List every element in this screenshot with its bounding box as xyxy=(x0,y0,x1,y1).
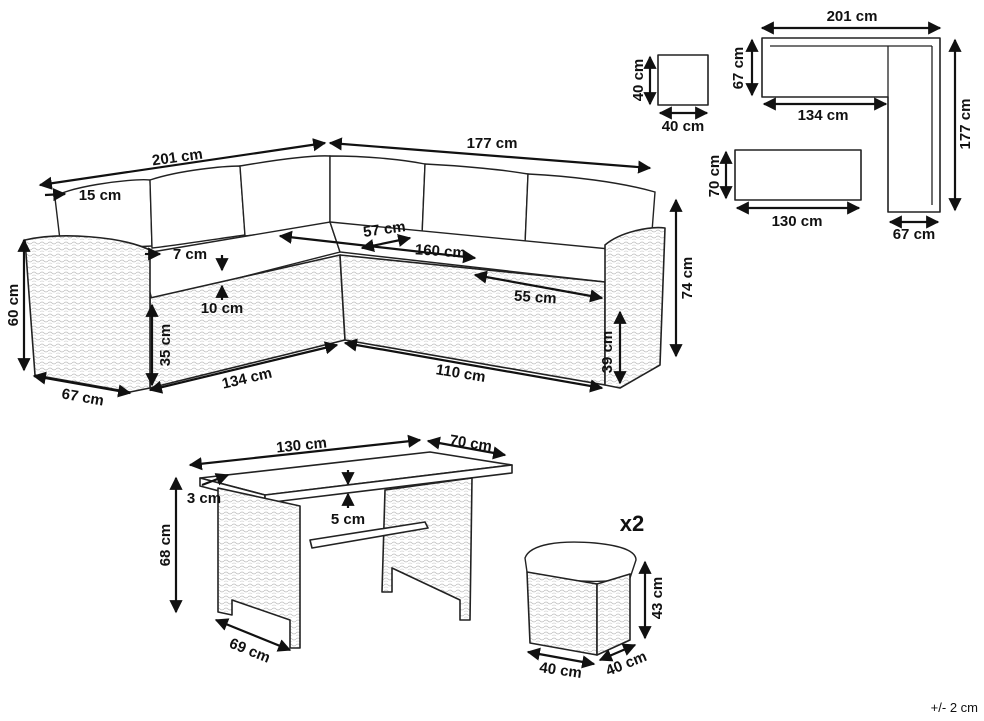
plan-table-depth-label: 70 cm xyxy=(706,155,723,198)
table-top-thickness-label: 3 cm xyxy=(187,490,221,507)
plan-sofa-inner-label: 134 cm xyxy=(798,107,849,124)
plan-table-length-label: 130 cm xyxy=(772,213,823,230)
sofa-arm-width-label: 7 cm xyxy=(173,246,207,263)
sofa-seat-gap-label: 10 cm xyxy=(201,300,244,317)
sofa-arm-height-label: 60 cm xyxy=(5,284,22,327)
sofa-seat-length-label: 160 cm xyxy=(414,241,466,262)
plan-table xyxy=(734,149,862,201)
stool-width-label: 40 cm xyxy=(538,659,582,682)
plan-stool xyxy=(657,54,709,106)
stool-drawing xyxy=(524,541,637,656)
sofa-inner-length-right-label: 110 cm xyxy=(435,361,487,386)
table-apron-label: 5 cm xyxy=(331,511,365,528)
plan-view xyxy=(657,37,941,213)
sofa-seat-depth-left-label: 57 cm xyxy=(362,218,406,241)
tolerance-note: +/- 2 cm xyxy=(931,700,978,715)
stool-body-front xyxy=(526,571,598,656)
table-crossbar xyxy=(309,521,429,549)
table-leg-right xyxy=(381,477,473,621)
plan-corner-depth-label: 67 cm xyxy=(893,226,936,243)
sofa-depth-left-label: 67 cm xyxy=(60,386,105,410)
table-leg-left xyxy=(217,487,301,649)
table-length-label: 130 cm xyxy=(275,434,327,456)
sofa-total-height-label: 74 cm xyxy=(679,257,696,300)
table-height-label: 68 cm xyxy=(157,524,174,567)
sofa-seat-height-left-label: 35 cm xyxy=(157,324,174,367)
plan-sofa-depth-label: 67 cm xyxy=(730,47,747,90)
dining-table-drawing xyxy=(199,451,513,649)
sofa-back-depth-label: 15 cm xyxy=(79,187,122,204)
back-cushion-2 xyxy=(149,165,246,249)
sofa-width-right-label: 177 cm xyxy=(467,135,518,152)
sofa-armrest-left xyxy=(24,235,151,393)
stool-body-side xyxy=(596,573,631,656)
stool-depth-label: 40 cm xyxy=(603,648,649,680)
stool-height-label: 43 cm xyxy=(649,577,666,620)
plan-sofa-total-label: 201 cm xyxy=(827,8,878,25)
sofa-seat-height-right-label: 39 cm xyxy=(599,331,616,374)
table-width-label: 70 cm xyxy=(448,432,493,455)
sofa-width-left-label: 201 cm xyxy=(151,146,204,170)
plan-stool-top-label: 40 cm xyxy=(662,118,705,135)
stool-count-label: x2 xyxy=(620,511,644,536)
plan-stool-side-label: 40 cm xyxy=(630,59,647,102)
plan-sofa-height-side-label: 177 cm xyxy=(957,99,974,150)
plan-sofa-outline xyxy=(761,37,941,213)
sofa-seat-depth-right-label: 55 cm xyxy=(513,288,557,308)
